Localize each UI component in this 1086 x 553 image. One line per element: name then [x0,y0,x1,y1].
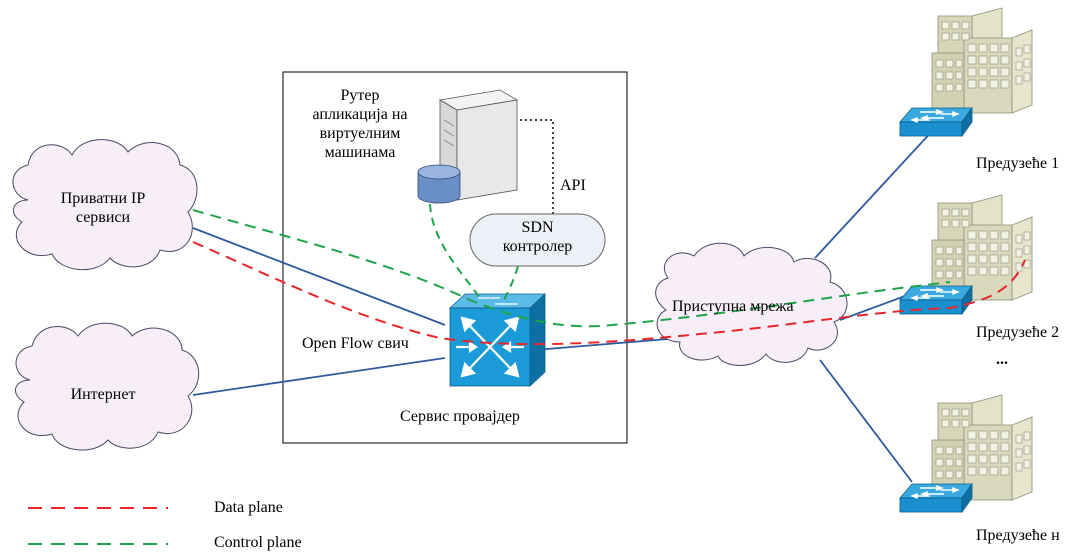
database-icon [417,164,461,204]
api-connector [515,119,554,214]
enterprise-label: Предузеће 1 [976,155,1060,172]
building-icon [931,7,1033,114]
control-plane-path [192,209,951,328]
sdn-controller-label: SDN контролер [502,219,573,255]
workgroup-switch-icon [899,483,973,513]
provider-title: Сервис провајдер [400,408,520,425]
workgroup-switch-icon [899,107,973,137]
sdn-controller-box [469,213,606,267]
ellipsis: ... [996,351,1008,368]
openflow-switch-label: Open Flow свич [302,335,409,352]
enterprise-label: Предузеће н [976,527,1060,544]
private-ip-cloud [12,139,198,271]
access-network-cloud [655,242,848,366]
legend-data-plane-label: Data plane [214,499,283,516]
legend-control-plane-label: Control plane [214,534,302,551]
api-label: API [560,177,586,194]
network-links [192,127,936,483]
internet-cloud-label: Интернет [70,386,136,403]
data-plane-path [192,241,1026,346]
server-icon [438,89,519,201]
router-app-label: Рутер апликација на виртуелним машинама [312,87,408,161]
internet-cloud [15,322,200,451]
provider-box [282,71,628,444]
access-network-label: Приступна мрежа [672,298,794,315]
building-icon [931,194,1033,301]
private-ip-cloud-label: Приватни IP сервиси [60,190,146,226]
enterprise-label: Предузеће 2 [976,324,1060,341]
control-plane-path [503,265,519,301]
